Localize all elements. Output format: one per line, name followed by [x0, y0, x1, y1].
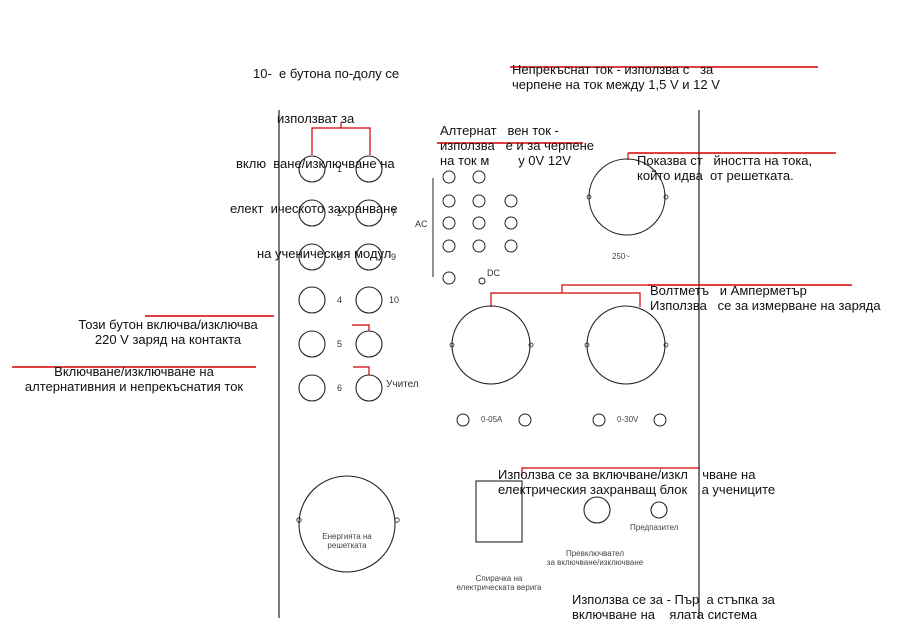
button-label-9: 9 [391, 252, 397, 262]
button-label-6: 6 [337, 383, 343, 393]
left-buttons [298, 155, 326, 402]
button-7[interactable] [355, 199, 383, 227]
button-label-4: 4 [337, 295, 343, 305]
annotation-top-left: 10- е бутона по-долу се използват за вкл… [230, 66, 400, 261]
fuse-label: Предпазител [630, 523, 679, 532]
button-label-3: 3 [337, 252, 343, 262]
dc-label: DC [487, 268, 500, 278]
annotation-grid-value: Показва ст йността на тока,който идва от… [637, 153, 813, 183]
ac-label: AC [415, 219, 428, 229]
voltmeter-range-label: 0-30V [617, 415, 639, 424]
ac-sockets [442, 170, 518, 285]
meters-connector-line [490, 284, 652, 307]
panel-diagram [12, 66, 852, 618]
button-5[interactable] [298, 330, 326, 358]
button-label-10: 10 [389, 295, 400, 305]
grid-energy-socket [298, 475, 396, 573]
button-label-5: 5 [337, 339, 343, 349]
button-6[interactable] [298, 374, 326, 402]
button-label-2: 2 [337, 208, 343, 218]
power-block-pointer [521, 467, 700, 476]
button-2[interactable] [298, 199, 326, 227]
button-10[interactable] [355, 286, 383, 314]
button-9[interactable] [355, 243, 383, 271]
button-teacher[interactable] [355, 374, 383, 402]
button-top-right[interactable] [355, 155, 383, 183]
button-4[interactable] [298, 286, 326, 314]
main-switch[interactable] [583, 496, 611, 524]
button-label-7: 7 [391, 208, 397, 218]
switch220-pointer-line [352, 324, 370, 331]
meter-terminals [456, 413, 667, 427]
ammeter-gauge [451, 305, 531, 385]
annotation-ac: Алтернат вен ток -използва е и за черпен… [440, 123, 595, 168]
fuse [650, 501, 668, 519]
button-1[interactable] [298, 155, 326, 183]
voltmeter-gauge [586, 305, 666, 385]
teacher-label: Учител [386, 379, 419, 390]
button-3[interactable] [298, 243, 326, 271]
ammeter-range-label: 0-05A [481, 415, 503, 424]
buttons-connector-line [311, 122, 371, 155]
button-label-1: 1 [337, 164, 343, 174]
scale-250-label: 250~ [612, 252, 631, 261]
acdc-pointer-line [353, 366, 370, 375]
circuit-breaker[interactable] [475, 480, 523, 543]
grid-gauge [588, 158, 666, 236]
button-acdc[interactable] [355, 330, 383, 358]
